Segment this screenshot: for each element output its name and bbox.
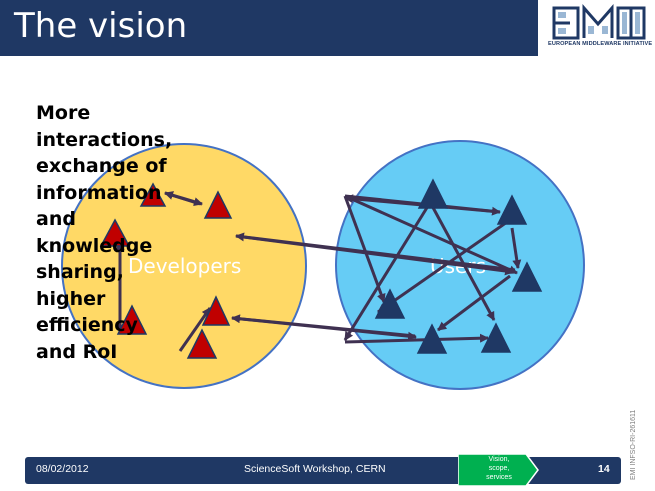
title-bar	[0, 0, 538, 56]
section-tag-line: services	[486, 474, 512, 481]
user-triangle	[480, 322, 512, 353]
arrow	[344, 194, 518, 275]
vision-line: and RoI	[36, 340, 118, 363]
section-tag-arrow	[458, 453, 539, 487]
developer-triangle	[201, 295, 231, 326]
vision-line: More	[36, 102, 91, 124]
arrow	[343, 195, 386, 303]
arrow	[344, 333, 489, 344]
footer-event: ScienceSoft Workshop, CERN	[244, 463, 386, 475]
arrow	[377, 218, 511, 314]
vision-line: interactions,	[36, 128, 173, 151]
vision-line: sharing,	[36, 261, 124, 283]
arrow	[343, 205, 430, 341]
user-markers	[374, 178, 543, 354]
arrow	[164, 191, 203, 207]
arrow	[437, 274, 511, 332]
developer-triangle	[139, 182, 167, 207]
vision-line: information	[36, 181, 162, 204]
arrow	[428, 201, 496, 321]
developers-label: Developers	[128, 254, 241, 278]
arrow	[510, 227, 522, 269]
user-triangle	[496, 194, 528, 225]
page-number: 14	[598, 463, 610, 475]
vision-line: higher	[36, 287, 106, 310]
arrow	[231, 316, 417, 341]
developer-triangle	[186, 328, 218, 359]
user-triangle	[374, 288, 406, 319]
user-triangle	[416, 323, 448, 354]
arrow	[178, 307, 212, 352]
document-reference: EMI INFSO-RI-261611	[630, 409, 637, 480]
developer-triangle	[203, 190, 233, 219]
vision-line: exchange of	[36, 155, 167, 177]
emi-logo	[552, 4, 646, 40]
section-tag-line: Vision,	[488, 456, 510, 463]
vision-statement: More interactions, exchange of informati…	[36, 100, 186, 365]
developer-markers	[99, 182, 233, 359]
vision-line: knowledge	[36, 234, 153, 257]
interaction-arrows	[115, 191, 522, 352]
developer-triangle	[116, 304, 148, 335]
arrow	[235, 234, 514, 276]
developer-triangle	[99, 218, 131, 247]
user-triangle	[417, 178, 449, 209]
section-tag-line: scope,	[488, 465, 510, 472]
vision-line: and	[36, 208, 76, 230]
vision-line: efficiency	[36, 314, 138, 336]
section-tag: Vision, scope, services	[470, 455, 528, 482]
user-triangle	[511, 261, 543, 292]
slide-title: The vision	[14, 6, 188, 46]
logo-text: EUROPEAN MIDDLEWARE INITIATIVE	[548, 41, 653, 47]
footer-date: 08/02/2012	[36, 463, 89, 475]
